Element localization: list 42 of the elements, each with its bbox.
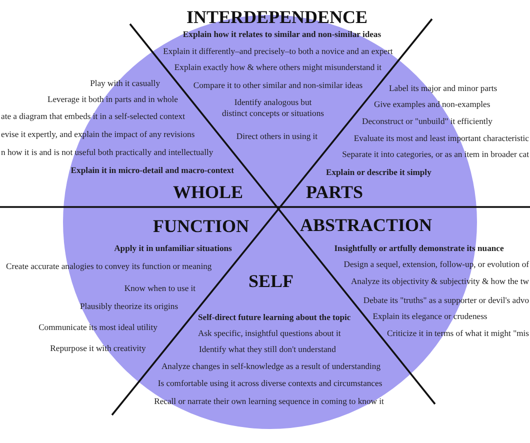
key-skill-text: Apply it in unfamiliar situations [114,242,232,254]
skill-text: Identify analogous but distinct concepts or situations [222,97,324,119]
sector-heading: INTERDEPENDENCE [186,7,368,27]
skill-text: Recall or narrate their own learning sequence in coming to know it [154,396,384,406]
skill-text: Compare it to other similar and non-similar ideas [193,80,363,90]
skill-text: Explain its elegance or crudeness [372,310,488,322]
skill-text: evise it expertly, and explain the impact of any revisions [1,128,195,140]
skill-text: Know when to use it [124,282,196,294]
skill-text: Play with it casually [90,78,160,88]
skill-text: Analyze changes in self-knowledge as a result of understanding [161,360,381,372]
sector-heading: PARTS [306,182,364,202]
skill-text: Repurpose it with creativity [50,342,146,354]
key-skill-text: Explain or describe it simply [326,166,432,178]
skill-text: Ask specific, insightful questions about it [198,328,341,338]
skill-text: Analyze its objectivity & subjectivity & how the tw [350,276,529,286]
sector-heading: ABSTRACTION [300,215,432,235]
skill-text: Explain it differently–and precisely–to both a novice and an expert [163,46,393,56]
skill-text: Evaluate its most and least important characteristic [354,132,529,144]
skill-text: Plausibly theorize its origins [80,300,178,312]
key-skill-text: Explain how it relates to similar and non-similar ideas [182,28,382,40]
skill-text: Communicate its most ideal utility [38,322,158,332]
skill-text: n how it is and is not useful both practically and intellectually [1,146,214,158]
skill-text: Debate its "truths" as a supporter or devil's advo [363,294,529,306]
skill-text: Separate it into categories, or as an item in broader cat [342,148,529,160]
skill-text: Identify what they still don't understand [199,344,336,354]
skill-text: Design a sequel, extension, follow-up, or evolution of [344,258,529,270]
key-skill-text: Insightfully or artfully demonstrate its nuance [334,242,504,254]
key-skill-text: Self-direct future learning about the topic [198,312,351,322]
skill-text: Explain exactly how & where others might misunderstand it [174,62,382,72]
skill-text: Label its major and minor parts [389,82,498,94]
sector-heading: FUNCTION [153,216,249,236]
skill-text: Create accurate analogies to convey its function or meaning [6,260,212,272]
skill-text: Deconstruct or "unbuild" it efficiently [362,116,492,126]
skill-text: ate a diagram that embeds it in a self-selected context [1,110,185,122]
skill-text: Give examples and non-examples [374,98,490,110]
sector-heading: WHOLE [172,182,243,202]
skill-text: Criticize it in terms of what it might "mis [387,328,529,338]
key-skill-text: Explain it in micro-detail and macro-context [70,164,234,176]
skill-text: Leverage it both in parts and in whole [47,94,178,104]
skill-text: Direct others in using it [236,130,318,142]
skill-text: Is comfortable using it across diverse contexts and circumstances [158,378,382,388]
sector-heading: SELF [248,271,294,291]
